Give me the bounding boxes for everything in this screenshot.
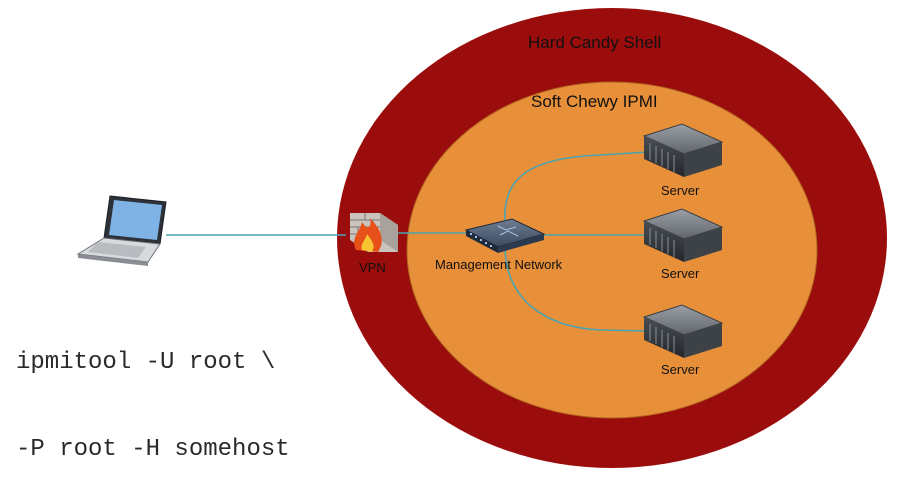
network-switch-icon [464, 218, 546, 253]
command-line-1: ipmitool -U root \ [16, 349, 276, 376]
vpn-label: VPN [359, 260, 386, 275]
ipmitool-command: ipmitool -U root \ -P root -H somehost [16, 290, 290, 493]
switch-server1-link [503, 151, 649, 226]
ipmi-network-diagram [76, 8, 887, 468]
laptop-icon [76, 195, 167, 266]
outer-zone-label: Hard Candy Shell [528, 33, 662, 52]
server-icon [642, 123, 724, 177]
server-label: Server [661, 183, 700, 198]
server-icon [642, 304, 724, 358]
switch-server3-link [504, 244, 649, 332]
server-label: Server [661, 362, 700, 377]
management-network-label: Management Network [435, 257, 563, 272]
network-links [166, 151, 649, 332]
inner-zone-ipmi [406, 81, 818, 419]
server-icon [642, 208, 724, 262]
command-line-2: -P root -H somehost [16, 436, 290, 463]
firewall-icon [350, 213, 398, 252]
inner-zone-label: Soft Chewy IPMI [531, 92, 658, 111]
server-label: Server [661, 266, 700, 281]
